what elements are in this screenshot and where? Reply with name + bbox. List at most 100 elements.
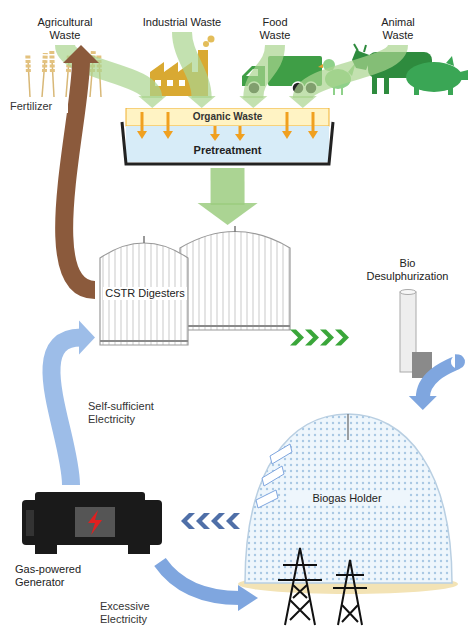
pretreatment-tray xyxy=(122,122,333,164)
power-pylons xyxy=(278,548,367,625)
chevron-arrow xyxy=(290,330,349,346)
power-pylons xyxy=(333,575,367,588)
generator-icon xyxy=(22,492,162,554)
node-label: Pretreatment xyxy=(120,144,335,157)
fertilizer-arrow xyxy=(63,45,99,290)
node-label: Biogas Holder xyxy=(287,492,407,505)
arrow-head xyxy=(198,203,258,225)
animals-icon xyxy=(354,44,366,52)
edge-label: Self-sufficient Electricity xyxy=(86,400,168,426)
animals-icon xyxy=(333,88,335,95)
waste-source: Animal Waste xyxy=(368,16,428,45)
biogas-holder-dome xyxy=(262,466,284,486)
power-pylons xyxy=(278,565,322,580)
power-pylons xyxy=(290,585,310,620)
chevron xyxy=(335,330,349,346)
wheat-icon xyxy=(25,55,31,72)
node-label: Food Waste xyxy=(250,16,300,42)
chevron xyxy=(226,513,240,529)
node-label: Agricultural Waste xyxy=(25,16,105,42)
generator-icon xyxy=(128,545,150,554)
digester-tanks xyxy=(100,226,290,345)
digester-tanks xyxy=(180,325,290,327)
excess-electricity-arrow xyxy=(238,585,258,611)
arrow-shaft xyxy=(51,338,81,486)
pretreatment-tray xyxy=(163,131,173,139)
animals-icon xyxy=(341,88,343,95)
biogas-holder-dome xyxy=(347,414,348,440)
arrow-head xyxy=(79,321,95,355)
desulphurization-column xyxy=(400,290,432,379)
power-pylons xyxy=(338,560,362,625)
pretreatment-tray xyxy=(214,126,217,135)
animals-icon xyxy=(460,70,468,80)
waste-source: Industrial Waste xyxy=(142,16,222,32)
arrow-shaft xyxy=(182,32,202,98)
generator: Gas-powered Generator xyxy=(15,485,175,600)
node-label: Bio Desulphurization xyxy=(360,257,455,283)
biogas-holder-dome xyxy=(245,414,452,583)
waste-flow-arrow xyxy=(182,32,216,108)
chevron xyxy=(305,330,319,346)
generator-icon xyxy=(22,500,162,545)
node-label: Gas-powered Generator xyxy=(15,563,97,589)
pretreatment-tray xyxy=(137,131,147,139)
pretreatment-tray xyxy=(210,134,220,141)
feed-arrow xyxy=(198,168,258,225)
chevron xyxy=(211,513,225,529)
waste-source: Food Waste xyxy=(250,16,300,45)
arrow-head xyxy=(188,96,216,108)
pretreatment-tray xyxy=(239,126,242,135)
pretreatment-tray xyxy=(282,131,292,139)
node-label: Animal Waste xyxy=(368,16,428,42)
chevron-arrow xyxy=(181,513,240,529)
arrow-shaft xyxy=(253,45,275,98)
wheat-icon xyxy=(49,51,55,72)
biogas-holder-dome xyxy=(256,490,278,508)
biogas-holder: Biogas Holder xyxy=(240,410,455,595)
power-pylons xyxy=(285,548,315,625)
arrow-head xyxy=(138,96,166,108)
node-label: Organic Waste xyxy=(120,111,335,123)
excess-electricity-arrow xyxy=(160,562,258,611)
digester-tanks xyxy=(180,232,290,331)
digester-tanks: CSTR Digesters xyxy=(95,225,290,350)
factory-icon xyxy=(208,36,215,43)
waste-source: Agricultural Waste xyxy=(25,16,105,45)
edge-label: Fertilizer xyxy=(8,100,68,113)
arrow-head xyxy=(63,45,99,63)
animals-icon xyxy=(372,74,377,94)
pretreatment-tray xyxy=(286,112,289,132)
arrow-head xyxy=(289,96,317,108)
arrow-shaft xyxy=(64,61,95,290)
excess-electricity-arrow xyxy=(160,562,240,598)
arrow-head xyxy=(239,96,267,108)
animals-icon xyxy=(384,74,389,94)
animals-icon xyxy=(448,86,453,95)
biogas-holder-dome xyxy=(270,444,292,464)
node-label: CSTR Digesters xyxy=(103,287,187,300)
animals-icon xyxy=(414,86,419,95)
factory-icon xyxy=(167,80,173,86)
chevron xyxy=(181,513,195,529)
animals-icon xyxy=(446,56,454,66)
digester-tanks xyxy=(100,340,188,342)
factory-icon xyxy=(203,41,209,47)
arrow-head xyxy=(409,396,437,410)
chevron xyxy=(320,330,334,346)
digester-tanks xyxy=(143,236,145,243)
arrow-shaft xyxy=(211,168,245,205)
waste-flow-arrow xyxy=(289,45,398,108)
desulphurization-unit: Bio Desulphurization xyxy=(360,255,455,380)
power-pylons xyxy=(342,605,358,622)
wheat-icon xyxy=(42,53,48,72)
excess-electricity-label: Excessive Electricity xyxy=(98,600,164,626)
pretreatment-tray xyxy=(235,134,245,141)
generator-icon xyxy=(26,510,34,536)
digester-tanks xyxy=(234,226,236,232)
digester-tanks xyxy=(100,243,188,345)
arrow-shaft xyxy=(423,361,458,398)
pretreatment-tray xyxy=(312,112,315,132)
generator-icon xyxy=(75,507,115,537)
